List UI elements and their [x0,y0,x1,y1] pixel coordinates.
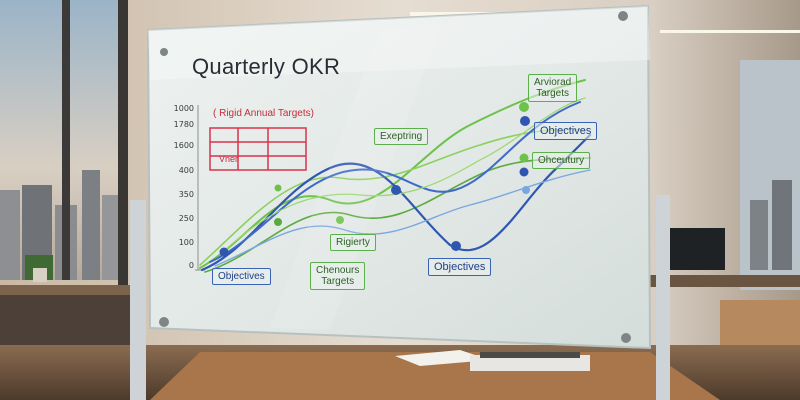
y-tick: 1600 [173,141,194,150]
objectives-label-right: Objectives [534,122,598,140]
rigid-target-grid [209,127,307,171]
y-tick: 400 [178,166,194,175]
exceptions-label: Exeptring [374,128,429,145]
outcome-label: Ohceutury [532,152,591,169]
y-tick: 1780 [173,120,194,129]
annual-targets-label: Arviorad Targets [528,74,578,102]
y-tick: 250 [178,214,194,223]
board-title: Quarterly OKR [192,54,341,79]
okr-flow-lines [199,79,592,273]
inner-label: Vner [219,154,239,164]
okr-nodes [219,102,530,257]
y-tick: 100 [178,238,194,247]
rigid-targets-label: ( Rigid Annual Targets) [213,108,314,119]
y-tick: 350 [178,190,194,199]
rigidity-label: Rigierty [330,234,376,251]
objectives-label-left: Objectives [212,268,271,285]
y-tick: 1000 [173,104,194,113]
objectives-label-mid: Objectives [428,258,492,276]
challenges-targets-label: Chenours Targets [310,262,366,290]
y-tick: 0 [188,261,194,270]
